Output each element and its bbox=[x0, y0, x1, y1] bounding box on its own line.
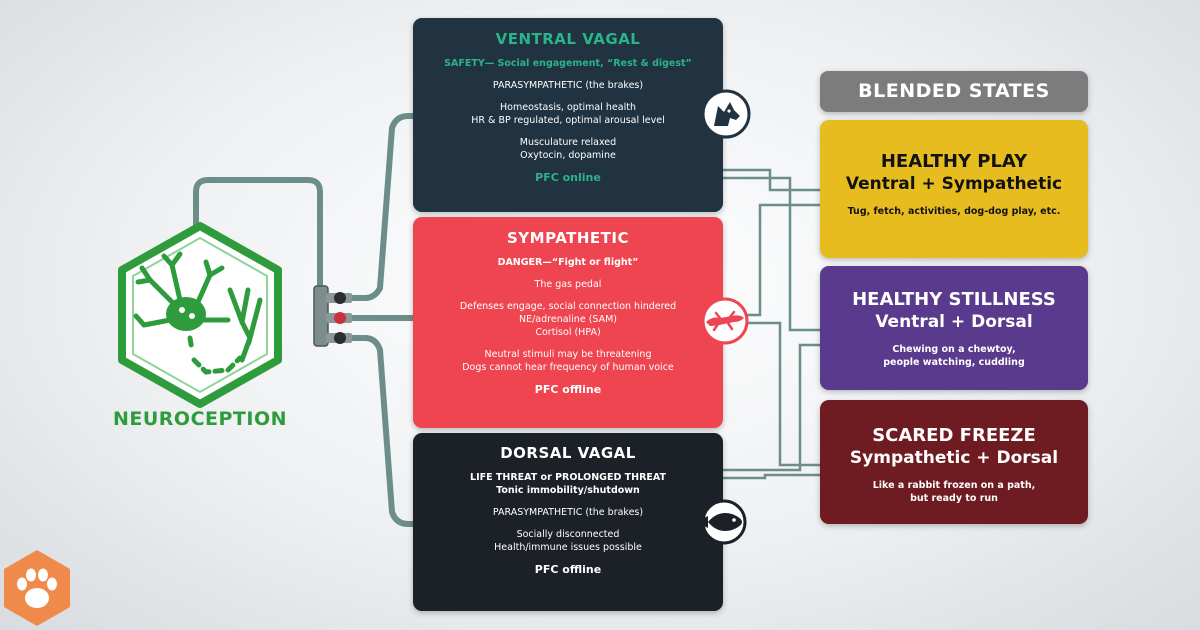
dorsal-health: Health/immune issues possible bbox=[494, 542, 642, 553]
ventral-pfc: PFC online bbox=[535, 171, 601, 184]
scared-freeze-subtitle: Sympathetic + Dorsal bbox=[849, 448, 1059, 468]
sympathetic-cortisol: Cortisol (HPA) bbox=[535, 327, 601, 338]
healthy-play-desc: Tug, fetch, activities, dog-dog play, et… bbox=[847, 206, 1061, 217]
dog-head-icon bbox=[701, 89, 751, 139]
paw-icon bbox=[4, 550, 70, 626]
ventral-hr-bp: HR & BP regulated, optimal arousal level bbox=[471, 115, 665, 126]
sympathetic-pfc: PFC offline bbox=[534, 383, 602, 396]
ventral-musculature: Musculature relaxed bbox=[519, 137, 617, 148]
ventral-vagal-title: VENTRAL VAGAL bbox=[495, 30, 641, 48]
sympathetic-neutral-stimuli: Neutral stimuli may be threatening bbox=[484, 349, 652, 360]
dorsal-vagal-title: DORSAL VAGAL bbox=[500, 444, 636, 462]
dorsal-parasympathetic: PARASYMPATHETIC (the brakes) bbox=[492, 507, 644, 518]
ventral-oxytocin: Oxytocin, dopamine bbox=[520, 150, 616, 161]
blended-states-header: BLENDED STATES bbox=[820, 71, 1088, 112]
sympathetic-defenses: Defenses engage, social connection hinde… bbox=[459, 301, 677, 312]
dorsal-pfc: PFC offline bbox=[534, 563, 602, 576]
healthy-stillness-desc-2: people watching, cuddling bbox=[883, 357, 1025, 368]
scared-freeze-desc-2: but ready to run bbox=[910, 493, 998, 504]
lizard-icon bbox=[701, 297, 749, 345]
sympathetic-adrenaline: NE/adrenaline (SAM) bbox=[518, 314, 618, 325]
scared-freeze-card: SCARED FREEZE Sympathetic + Dorsal Like … bbox=[820, 400, 1088, 524]
valve-manifold bbox=[313, 285, 352, 347]
healthy-play-subtitle: Ventral + Sympathetic bbox=[845, 174, 1063, 194]
sympathetic-hearing: Dogs cannot hear frequency of human voic… bbox=[462, 362, 674, 373]
healthy-stillness-title: HEALTHY STILLNESS bbox=[852, 289, 1056, 310]
sympathetic-card: SYMPATHETIC DANGER—“Fight or flight” The… bbox=[413, 217, 723, 428]
dorsal-disconnected: Socially disconnected bbox=[516, 529, 620, 540]
neuron-hexagon-icon bbox=[118, 222, 282, 408]
healthy-play-title: HEALTHY PLAY bbox=[880, 151, 1028, 172]
ventral-parasympathetic: PARASYMPATHETIC (the brakes) bbox=[492, 80, 644, 91]
dorsal-threat: LIFE THREAT or PROLONGED THREAT bbox=[470, 472, 666, 483]
dorsal-vagal-card: DORSAL VAGAL LIFE THREAT or PROLONGED TH… bbox=[413, 433, 723, 611]
dorsal-tonic: Tonic immobility/shutdown bbox=[496, 485, 640, 496]
ventral-safety: SAFETY— Social engagement, “Rest & diges… bbox=[444, 58, 692, 69]
healthy-stillness-card: HEALTHY STILLNESS Ventral + Dorsal Chewi… bbox=[820, 266, 1088, 390]
ventral-vagal-card: VENTRAL VAGAL SAFETY— Social engagement,… bbox=[413, 18, 723, 212]
sympathetic-gas-pedal: The gas pedal bbox=[534, 279, 602, 290]
healthy-stillness-subtitle: Ventral + Dorsal bbox=[875, 312, 1033, 332]
scared-freeze-desc-1: Like a rabbit frozen on a path, bbox=[872, 480, 1036, 491]
neuroception-title: NEUROCEPTION bbox=[112, 408, 288, 430]
ventral-homeostasis: Homeostasis, optimal health bbox=[500, 102, 636, 113]
scared-freeze-title: SCARED FREEZE bbox=[872, 425, 1036, 446]
healthy-stillness-desc-1: Chewing on a chewtoy, bbox=[892, 344, 1016, 355]
sympathetic-danger: DANGER—“Fight or flight” bbox=[497, 257, 639, 268]
sympathetic-title: SYMPATHETIC bbox=[506, 229, 629, 247]
healthy-play-card: HEALTHY PLAY Ventral + Sympathetic Tug, … bbox=[820, 120, 1088, 258]
fish-icon bbox=[696, 499, 747, 545]
